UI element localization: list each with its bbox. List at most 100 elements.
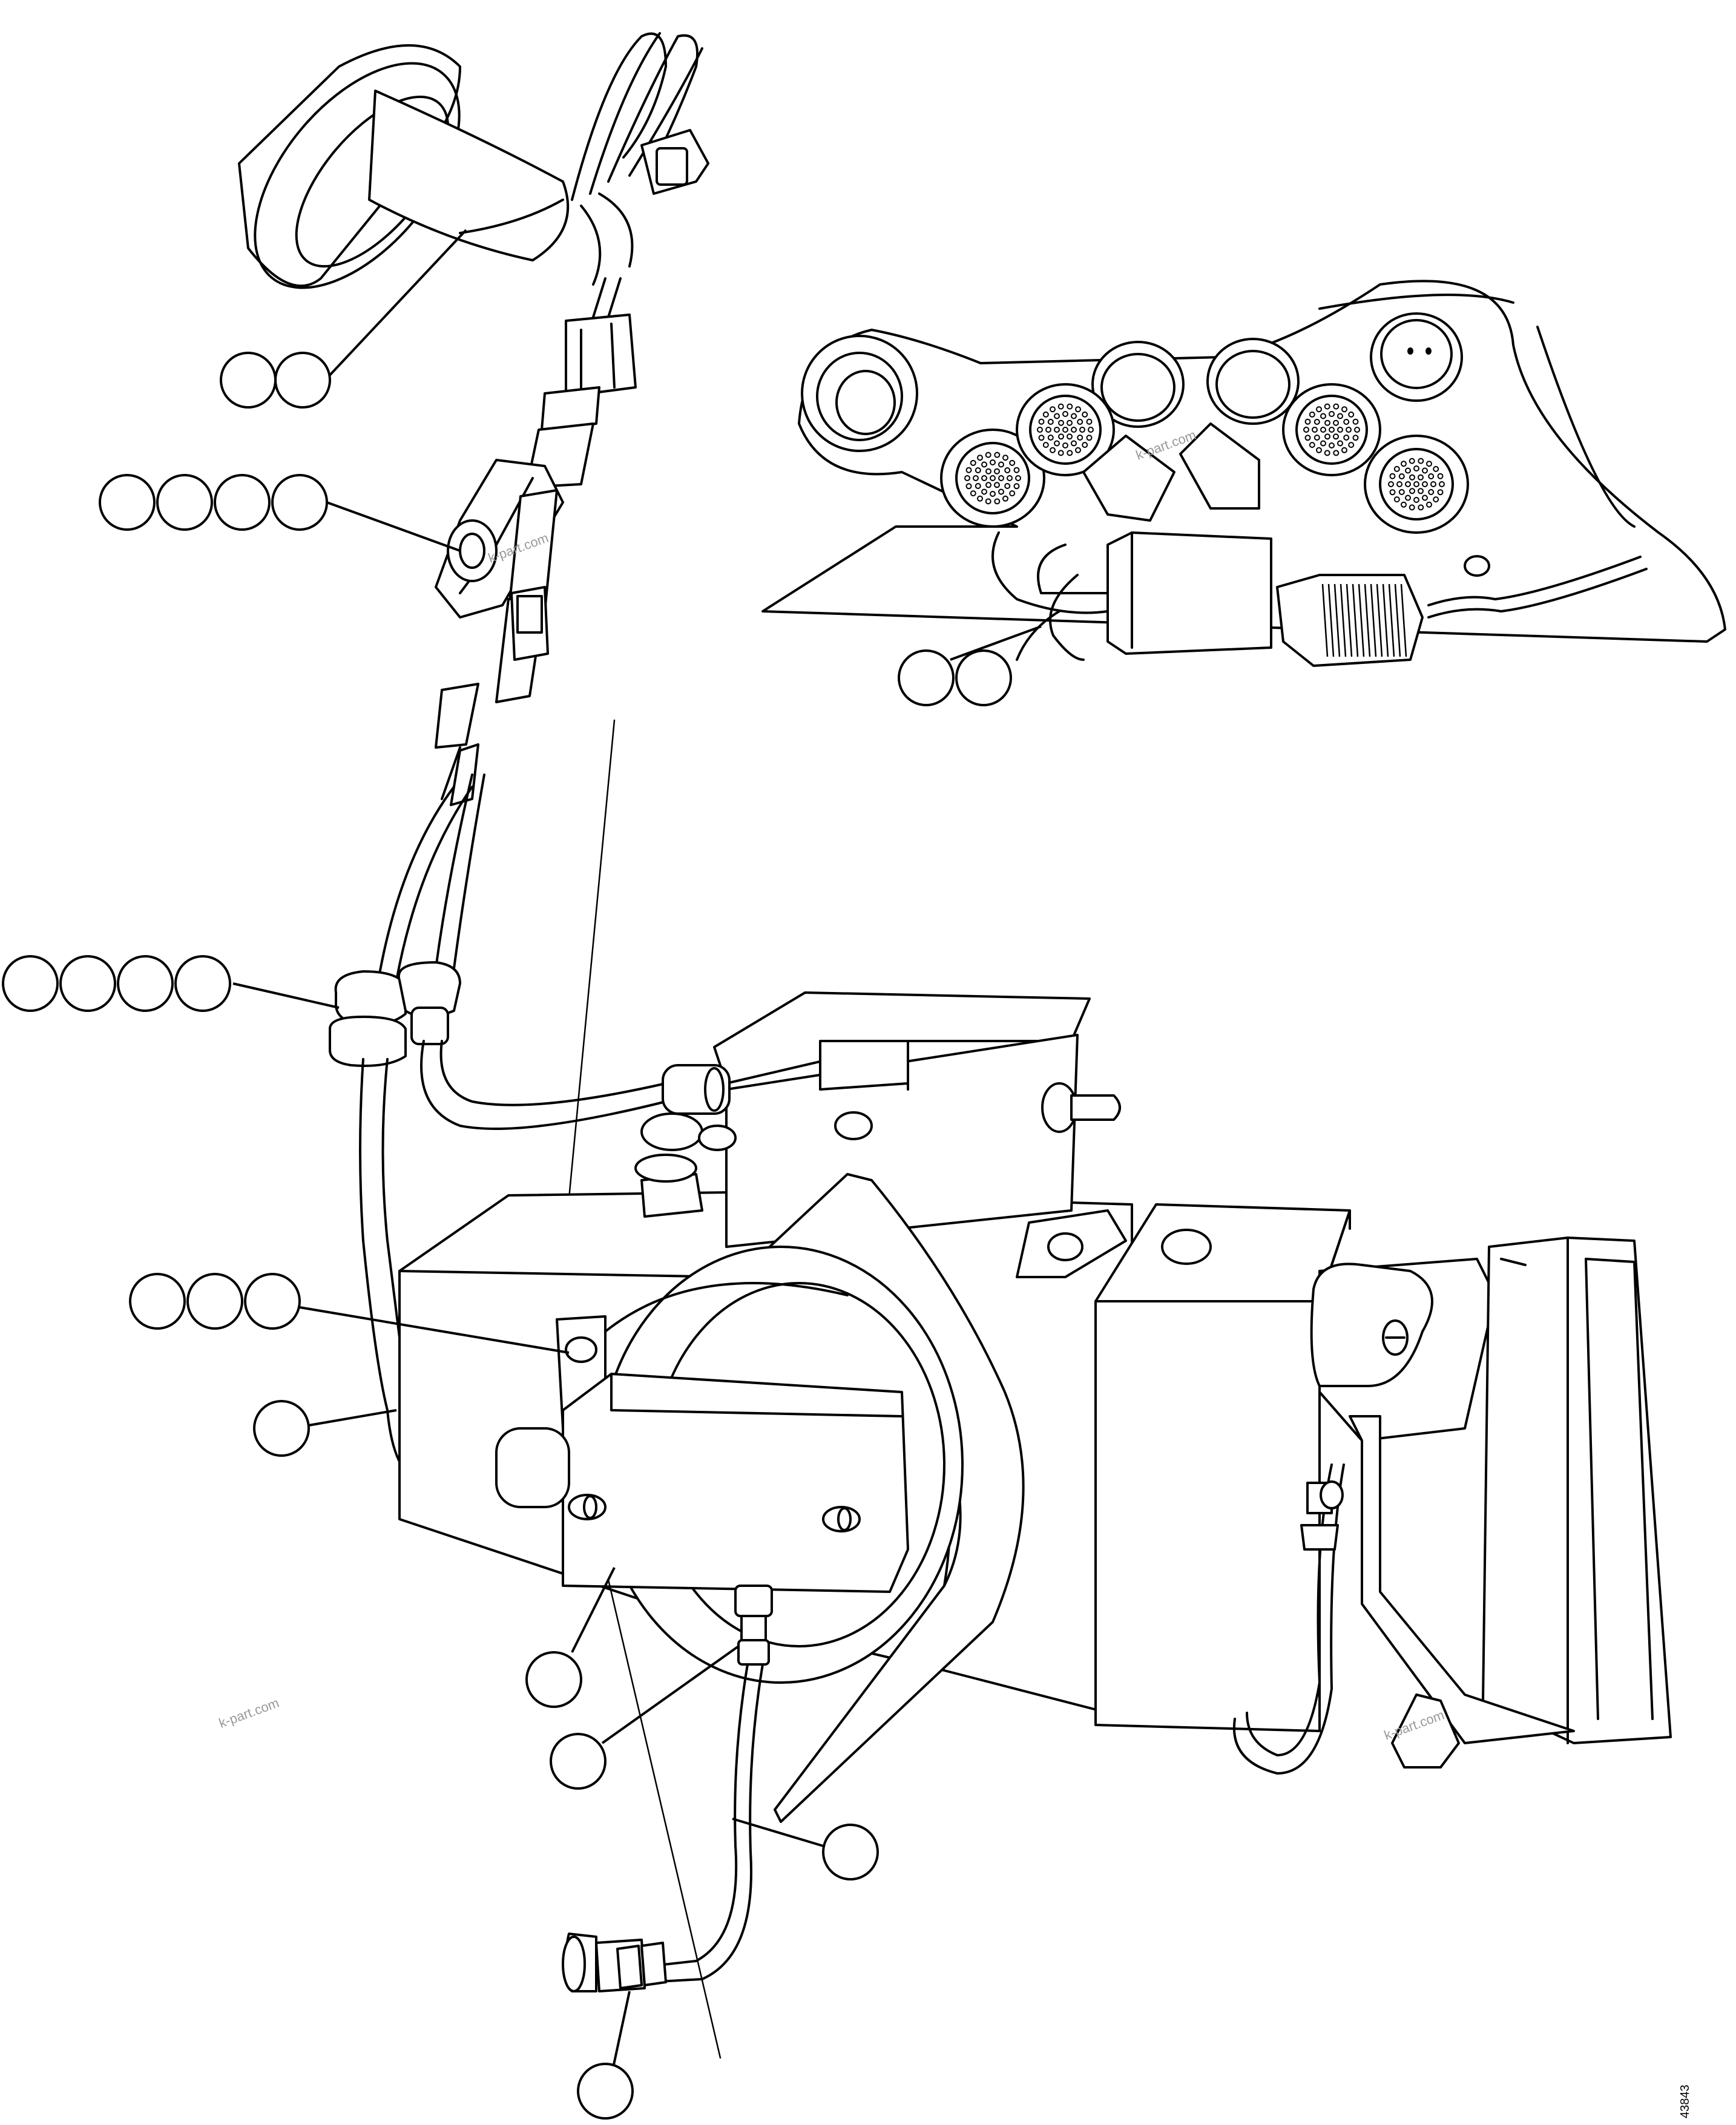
callout-bubble bbox=[117, 955, 174, 1012]
callout-bubble bbox=[220, 352, 277, 409]
connector-pin bbox=[1002, 455, 1008, 461]
connector-pin bbox=[1341, 406, 1347, 413]
connector-pin bbox=[981, 488, 987, 495]
connector-pin bbox=[981, 475, 987, 481]
connector-pin bbox=[1337, 440, 1343, 447]
connector-pin bbox=[994, 452, 1001, 458]
callout-group-upper-connector bbox=[99, 474, 461, 552]
connector-pin bbox=[1343, 435, 1350, 441]
connector-pin bbox=[1047, 419, 1054, 425]
connector-pin bbox=[1430, 481, 1436, 487]
connector-pin bbox=[1067, 450, 1073, 456]
callout-group-cover-plate bbox=[525, 1567, 616, 1708]
connector-pin bbox=[964, 475, 970, 481]
connector-pin bbox=[1045, 427, 1051, 433]
callout-bubble bbox=[550, 1733, 607, 1790]
connector-pin bbox=[970, 490, 976, 497]
callout-bubble bbox=[2, 955, 59, 1012]
connector-pin bbox=[1062, 427, 1068, 433]
connector-pin bbox=[1428, 473, 1435, 479]
connector-pin bbox=[1037, 427, 1043, 433]
pin-dots bbox=[964, 403, 1445, 511]
connector-pin bbox=[1352, 435, 1359, 441]
connector-pin bbox=[1324, 450, 1330, 456]
connector-pin bbox=[1009, 459, 1016, 466]
connector-pin bbox=[1077, 435, 1083, 441]
connector-pin bbox=[1337, 427, 1343, 433]
connector-pin bbox=[998, 461, 1004, 468]
callout-bubble bbox=[174, 955, 231, 1012]
pin-connector-2 bbox=[1016, 383, 1115, 476]
callout-group-fitting bbox=[550, 1645, 740, 1790]
fin-line bbox=[1364, 583, 1371, 657]
callout-bubble bbox=[186, 1273, 243, 1330]
connector-pin bbox=[1038, 418, 1045, 425]
connector-pin bbox=[1393, 465, 1400, 472]
connector-pin bbox=[998, 488, 1004, 495]
connector-pin bbox=[1401, 461, 1407, 467]
connector-pin bbox=[1071, 440, 1077, 447]
connector-pin bbox=[1007, 475, 1013, 481]
connector-pin bbox=[1396, 481, 1402, 487]
connector-pin bbox=[1062, 442, 1068, 448]
callout-bubble bbox=[271, 474, 328, 531]
connector-pin bbox=[1042, 411, 1049, 418]
connector-pin bbox=[1437, 473, 1444, 479]
connector-pin bbox=[1354, 427, 1360, 433]
connector-pin bbox=[1013, 483, 1020, 490]
connector-pin bbox=[1058, 419, 1064, 426]
connector-pin bbox=[1067, 433, 1073, 440]
connector-pin bbox=[1409, 504, 1415, 511]
fin-line bbox=[1340, 583, 1347, 657]
connector-pin bbox=[1428, 489, 1435, 495]
connector-pin bbox=[1413, 481, 1419, 487]
connector-pin bbox=[1333, 433, 1339, 440]
connector-pin bbox=[1050, 447, 1056, 453]
connector-pin bbox=[965, 467, 972, 473]
connector-pin bbox=[1058, 433, 1064, 440]
watermark: k-part.com bbox=[217, 1695, 281, 1731]
right-components bbox=[1016, 1203, 1672, 1775]
connector-pin bbox=[1077, 419, 1083, 425]
connector-pin bbox=[1013, 467, 1020, 473]
pin-connector-4 bbox=[1364, 435, 1469, 534]
fin-line bbox=[1333, 583, 1341, 657]
connector-pin bbox=[1067, 419, 1073, 426]
connector-pin bbox=[1341, 447, 1347, 453]
callout-bubble bbox=[156, 474, 213, 531]
callout-bubble bbox=[525, 1651, 582, 1708]
connector-pin bbox=[1086, 418, 1093, 425]
fin-line bbox=[1394, 583, 1401, 657]
connector-pin bbox=[1418, 474, 1424, 481]
inset-connector-panel bbox=[761, 280, 1726, 667]
fin-line bbox=[1400, 583, 1407, 657]
connector-pin bbox=[1309, 442, 1315, 448]
connector-pin bbox=[1409, 458, 1415, 464]
connector-pin bbox=[1004, 483, 1011, 489]
connector-pin bbox=[985, 468, 991, 475]
callout-bubble bbox=[898, 649, 955, 706]
fin-line bbox=[1346, 583, 1353, 657]
connector-pin bbox=[1352, 418, 1359, 425]
connector-pin bbox=[1437, 489, 1444, 496]
callout-bubble bbox=[214, 474, 271, 531]
fins bbox=[1321, 583, 1407, 657]
connector-pin bbox=[985, 452, 991, 458]
connector-pin bbox=[1346, 427, 1352, 433]
connector-pin bbox=[1088, 427, 1094, 433]
connector-pin bbox=[985, 498, 991, 505]
main-unit bbox=[398, 719, 1133, 1823]
connector-pin bbox=[975, 483, 981, 489]
connector-pin bbox=[1320, 440, 1326, 447]
fin-line bbox=[1352, 583, 1359, 657]
callout-bubble bbox=[955, 649, 1012, 706]
connector-pin bbox=[1343, 419, 1350, 425]
connector-pin bbox=[1316, 406, 1322, 413]
connector-pin bbox=[1002, 495, 1008, 502]
pin-connector-3 bbox=[1282, 383, 1381, 476]
connector-pin bbox=[1422, 481, 1428, 487]
connector-pin bbox=[1054, 440, 1060, 447]
connector-pin bbox=[1329, 411, 1335, 417]
connector-pin bbox=[994, 482, 1000, 488]
connector-pin bbox=[1422, 494, 1428, 501]
